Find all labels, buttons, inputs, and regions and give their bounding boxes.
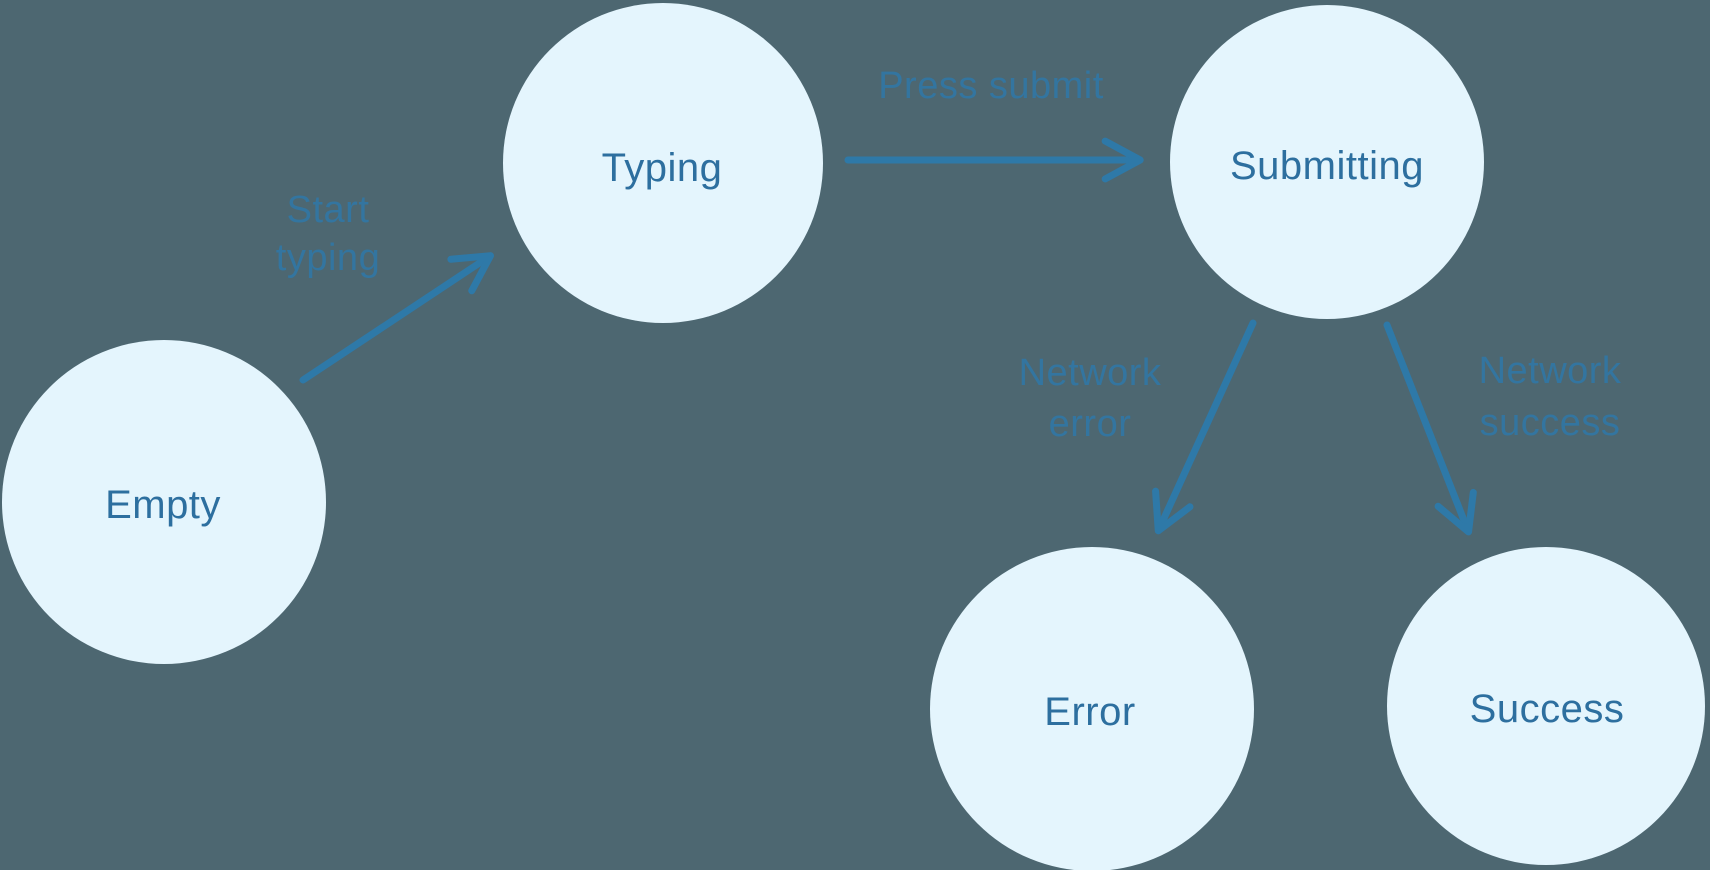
edge-press-submit-label: Press submit [878,65,1104,107]
node-empty-circle [2,340,326,664]
node-submitting-label: Submitting [1230,144,1424,188]
node-typing-label: Typing [602,146,723,190]
node-error-circle [930,547,1254,870]
edge-network-success-label-line2: success [1480,402,1621,444]
edge-network-success-label-line1: Network [1479,350,1622,392]
node-empty-label: Empty [105,483,221,527]
edge-network-error-label-line1: Network [1019,352,1162,394]
node-error-label: Error [1044,690,1135,734]
edge-start-typing-label-line1: Start [287,189,370,231]
node-submitting-circle [1170,5,1484,319]
edge-start-typing-arrow [299,252,495,384]
edge-network-success-arrow [1383,321,1477,536]
node-success-circle [1387,547,1705,865]
edge-start-typing-label-line2: typing [276,237,380,279]
node-typing-circle [503,3,823,323]
edge-network-error-label-line2: error [1049,403,1132,445]
node-success-label: Success [1470,687,1625,731]
edge-network-error-arrow [1152,319,1257,535]
